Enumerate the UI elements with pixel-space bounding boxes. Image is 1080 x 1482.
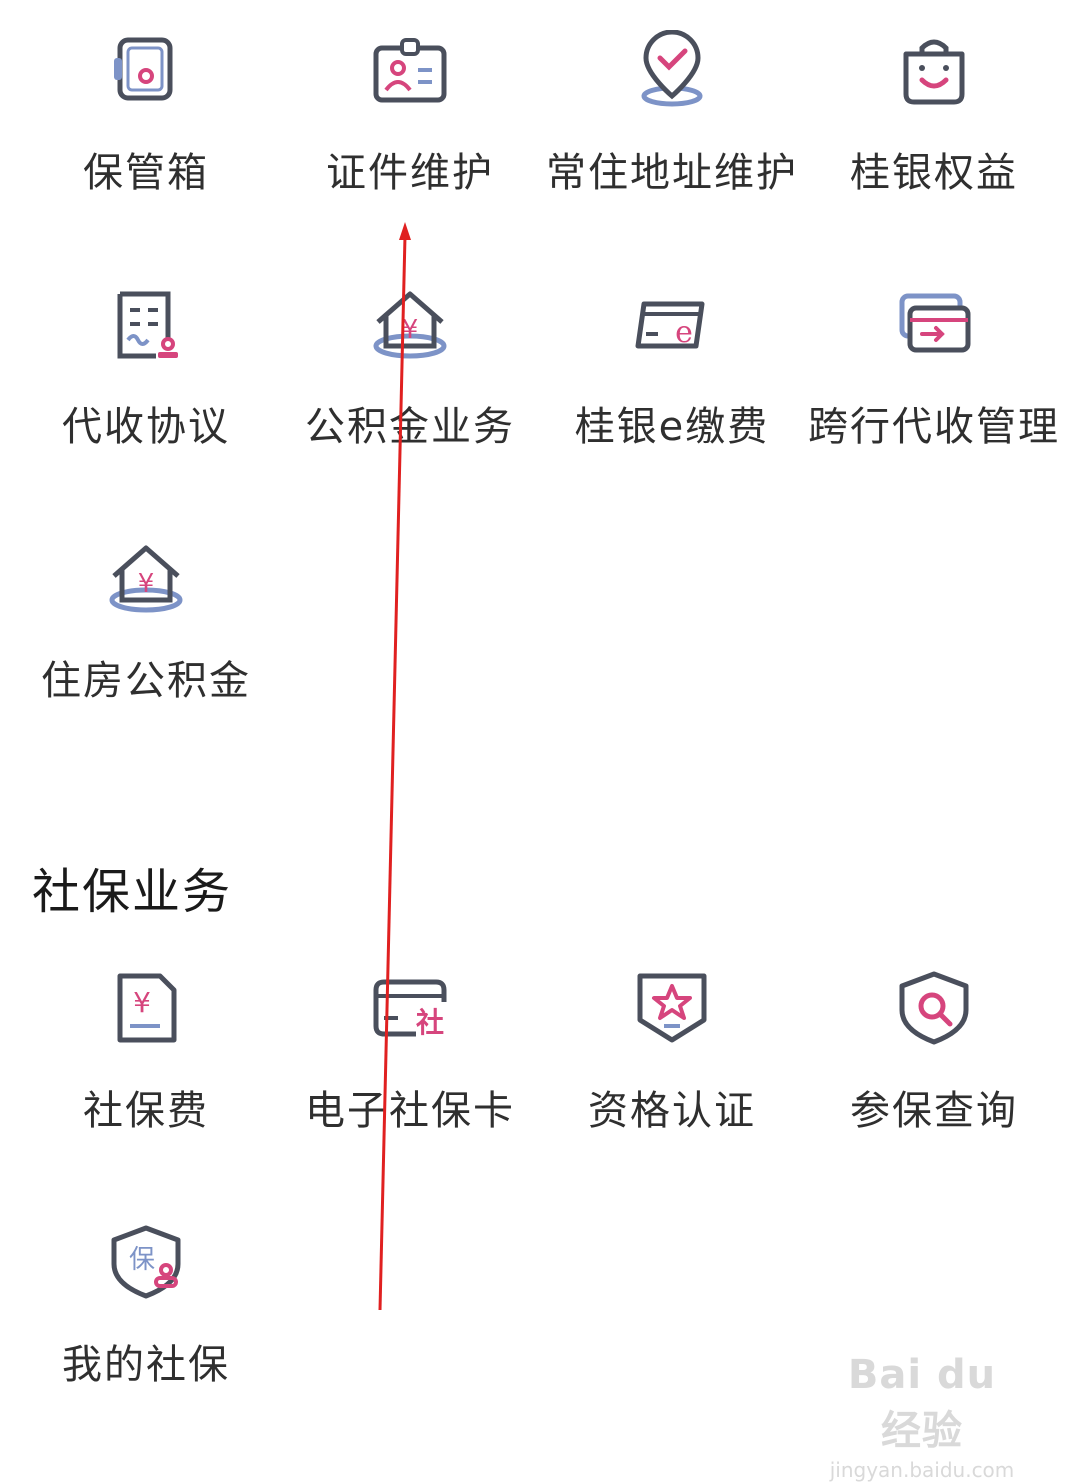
search-shield-icon — [894, 968, 974, 1048]
item-label: 常住地址维护 — [546, 150, 798, 196]
grid-item-safe-box[interactable]: 保管箱 — [14, 0, 278, 230]
svg-text:保: 保 — [129, 1245, 155, 1275]
agreement-doc-icon — [106, 284, 186, 364]
item-label: 住房公积金 — [41, 658, 251, 704]
grid-item-e-social-card[interactable]: 社 电子社保卡 — [278, 938, 542, 1168]
grid-item-insurance-query[interactable]: 参保查询 — [802, 938, 1066, 1168]
grid-item-collection-agreement[interactable]: 代收协议 — [14, 254, 278, 484]
grid-item-e-payment[interactable]: e 桂银e缴费 — [540, 254, 804, 484]
yuan-document-icon: ¥ — [106, 968, 186, 1048]
svg-text:¥: ¥ — [133, 986, 151, 1019]
house-fund-icon: ¥ — [106, 538, 186, 618]
grid-item-address[interactable]: 常住地址维护 — [540, 0, 804, 230]
social-card-icon: 社 — [370, 968, 450, 1048]
card-transfer-icon — [894, 284, 974, 364]
grid-item-fund-business[interactable]: ¥ 公积金业务 — [278, 254, 542, 484]
bao-shield-icon: 保 — [106, 1222, 186, 1302]
house-yuan-icon: ¥ — [370, 284, 450, 364]
item-label: 代收协议 — [62, 404, 230, 450]
grid-item-qualification[interactable]: 资格认证 — [540, 938, 804, 1168]
id-card-icon — [370, 30, 450, 110]
section-title-social-security: 社保业务 — [32, 864, 233, 920]
item-label: 跨行代收管理 — [808, 404, 1060, 450]
grid-item-housing-fund[interactable]: ¥ 住房公积金 — [14, 508, 278, 738]
grid-item-my-social-security[interactable]: 保 我的社保 — [14, 1192, 278, 1422]
grid-item-id-maintenance[interactable]: 证件维护 — [278, 0, 542, 230]
item-label: 桂银e缴费 — [574, 404, 770, 450]
e-card-icon: e — [632, 284, 712, 364]
location-pin-icon — [632, 30, 712, 110]
star-shield-icon — [632, 968, 712, 1048]
grid-item-interbank[interactable]: 跨行代收管理 — [802, 254, 1066, 484]
item-label: 资格认证 — [588, 1088, 756, 1134]
svg-text:¥: ¥ — [402, 315, 419, 345]
item-label: 电子社保卡 — [305, 1088, 515, 1134]
item-label: 保管箱 — [83, 150, 209, 196]
item-label: 证件维护 — [326, 150, 494, 196]
shopping-bag-icon — [894, 30, 974, 110]
grid-item-rights[interactable]: 桂银权益 — [802, 0, 1066, 230]
item-label: 社保费 — [83, 1088, 209, 1134]
watermark-url: jingyan.baidu.com — [829, 1458, 1015, 1482]
item-label: 我的社保 — [62, 1342, 230, 1388]
item-label: 桂银权益 — [850, 150, 1018, 196]
grid-item-social-fee[interactable]: ¥ 社保费 — [14, 938, 278, 1168]
item-label: 参保查询 — [850, 1088, 1018, 1134]
watermark-logo: Bai du 经验 — [847, 1352, 997, 1454]
svg-text:e: e — [675, 315, 693, 350]
safe-box-icon — [106, 30, 186, 110]
svg-text:¥: ¥ — [138, 569, 155, 599]
svg-text:社: 社 — [416, 1006, 444, 1039]
baidu-watermark: Bai du 经验 jingyan.baidu.com — [822, 1352, 1022, 1482]
item-label: 公积金业务 — [305, 404, 515, 450]
